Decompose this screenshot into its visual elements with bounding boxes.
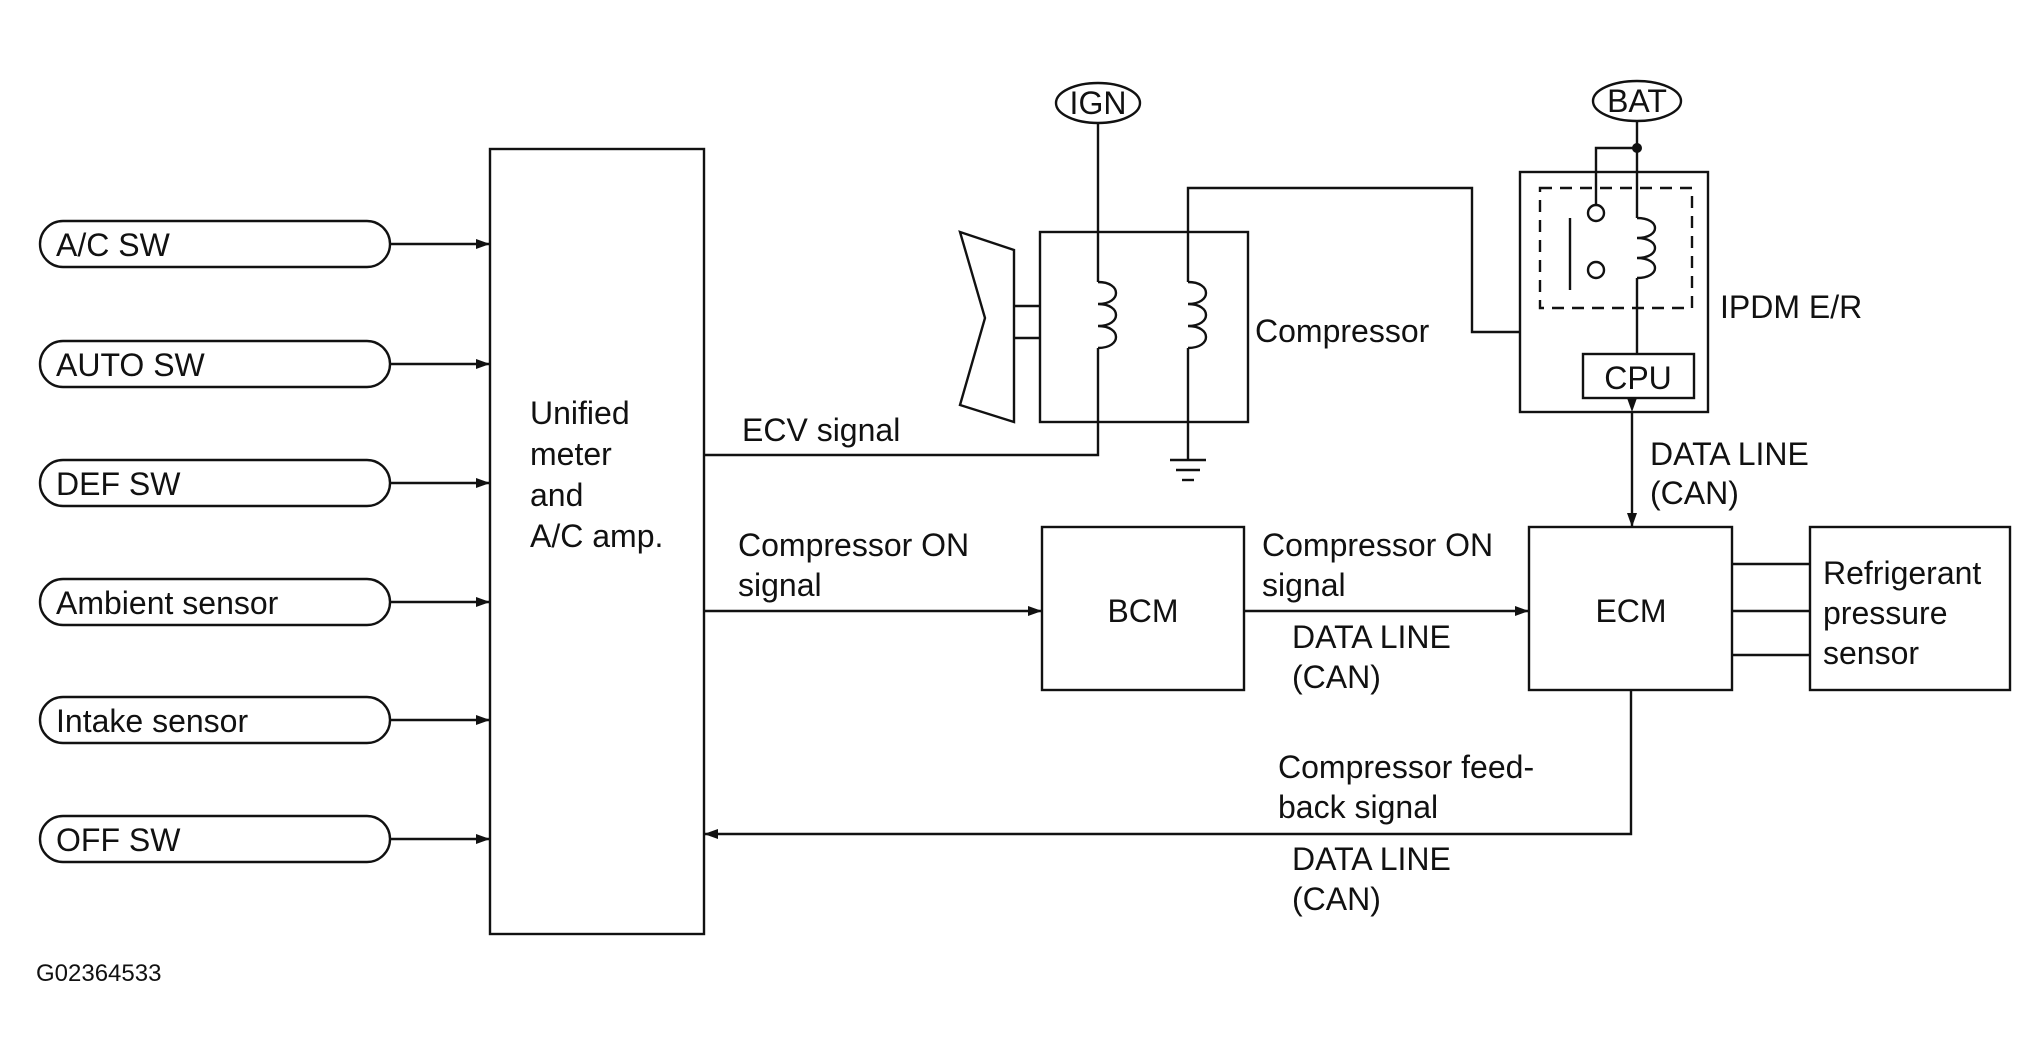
signal-label: Compressor ON xyxy=(738,527,969,563)
input-label: DEF SW xyxy=(56,466,181,502)
data-line-label: DATA LINE xyxy=(1650,436,1809,472)
signal-label: signal xyxy=(1262,567,1346,603)
compressor: Compressor xyxy=(958,230,1430,424)
feedback-signal: Compressor feed- back signal DATA LINE (… xyxy=(704,690,1633,917)
ign-terminal: IGN xyxy=(1054,81,1142,282)
input-label: Ambient sensor xyxy=(56,585,279,621)
input-label: Intake sensor xyxy=(56,703,248,739)
sensor-label-line: sensor xyxy=(1823,635,1919,671)
ipdm-ecm-data-line: DATA LINE (CAN) xyxy=(1627,398,1809,527)
signal-label: signal xyxy=(738,567,822,603)
bcm-to-ecm-signal: Compressor ON signal DATA LINE (CAN) xyxy=(1244,527,1529,695)
relay-contact-icon xyxy=(1586,203,1606,223)
ecm-box xyxy=(1527,525,1734,692)
amp-label-line: and xyxy=(530,477,583,513)
refrigerant-pressure-sensor: Refrigerant pressure sensor xyxy=(1808,525,2012,692)
unified-meter-ac-amp: Unified meter and A/C amp. xyxy=(488,147,706,936)
pulley-icon xyxy=(958,230,1016,424)
data-line-label: DATA LINE xyxy=(1292,841,1451,877)
sensor-label-line: pressure xyxy=(1823,595,1948,631)
feedback-arrow xyxy=(704,690,1633,839)
bcm: BCM xyxy=(1040,525,1246,692)
sensor-wires xyxy=(1732,562,1810,657)
relay-contact-wire xyxy=(1594,146,1637,205)
bcm-label: BCM xyxy=(1107,593,1178,629)
input-label: OFF SW xyxy=(56,822,181,858)
relay-dashed-box xyxy=(1538,186,1694,310)
feedback-label: back signal xyxy=(1278,789,1438,825)
cpu-box xyxy=(1581,352,1696,400)
relay-coil-icon xyxy=(1636,216,1656,280)
ecm-label: ECM xyxy=(1595,593,1666,629)
ign-label: IGN xyxy=(1070,85,1127,121)
ipdm-label: IPDM E/R xyxy=(1720,289,1862,325)
amp-to-bcm-signal: Compressor ON signal xyxy=(704,527,1042,616)
input-intake-sensor: Intake sensor xyxy=(38,695,490,745)
input-def-sw: DEF SW xyxy=(38,458,490,508)
amp-label-line: A/C amp. xyxy=(530,518,663,554)
input-auto-sw: AUTO SW xyxy=(38,339,490,389)
cpu-label: CPU xyxy=(1604,360,1672,396)
sensor-label-line: Refrigerant xyxy=(1823,555,1981,591)
figure-id: G02364533 xyxy=(36,960,161,987)
input-off-sw: OFF SW xyxy=(38,814,490,864)
data-line-label: DATA LINE xyxy=(1292,619,1451,655)
compressor-box xyxy=(1038,230,1250,424)
ecv-signal-wire: ECV signal xyxy=(704,348,1100,457)
compressor-label: Compressor xyxy=(1255,313,1430,349)
ground xyxy=(1170,348,1206,482)
ecm: ECM xyxy=(1527,525,1734,692)
ipdm-er: BAT CPU IPDM E/R xyxy=(1518,79,1862,414)
input-ambient-sensor: Ambient sensor xyxy=(38,577,490,627)
ecv-signal-label: ECV signal xyxy=(742,412,900,448)
amp-label-line: meter xyxy=(530,436,612,472)
bcm-box xyxy=(1040,525,1246,692)
data-line-label: (CAN) xyxy=(1650,475,1739,511)
input-label: A/C SW xyxy=(56,227,171,263)
relay-contact-icon xyxy=(1586,260,1606,280)
amp-box xyxy=(488,147,706,936)
data-line-label: (CAN) xyxy=(1292,659,1381,695)
amp-label-line: Unified xyxy=(530,395,630,431)
input-ac-sw: A/C SW xyxy=(38,219,490,269)
input-switches: A/C SW AUTO SW DEF SW Ambient sensor Int… xyxy=(38,219,490,864)
data-line-label: (CAN) xyxy=(1292,881,1381,917)
clutch-coil-icon xyxy=(1097,280,1117,350)
ecv-wire xyxy=(704,348,1100,457)
ecv-coil-icon xyxy=(1187,280,1207,350)
sensor-box xyxy=(1808,525,2012,692)
input-label: AUTO SW xyxy=(56,347,206,383)
feedback-label: Compressor feed- xyxy=(1278,749,1534,785)
bat-label: BAT xyxy=(1607,83,1667,119)
signal-label: Compressor ON xyxy=(1262,527,1493,563)
